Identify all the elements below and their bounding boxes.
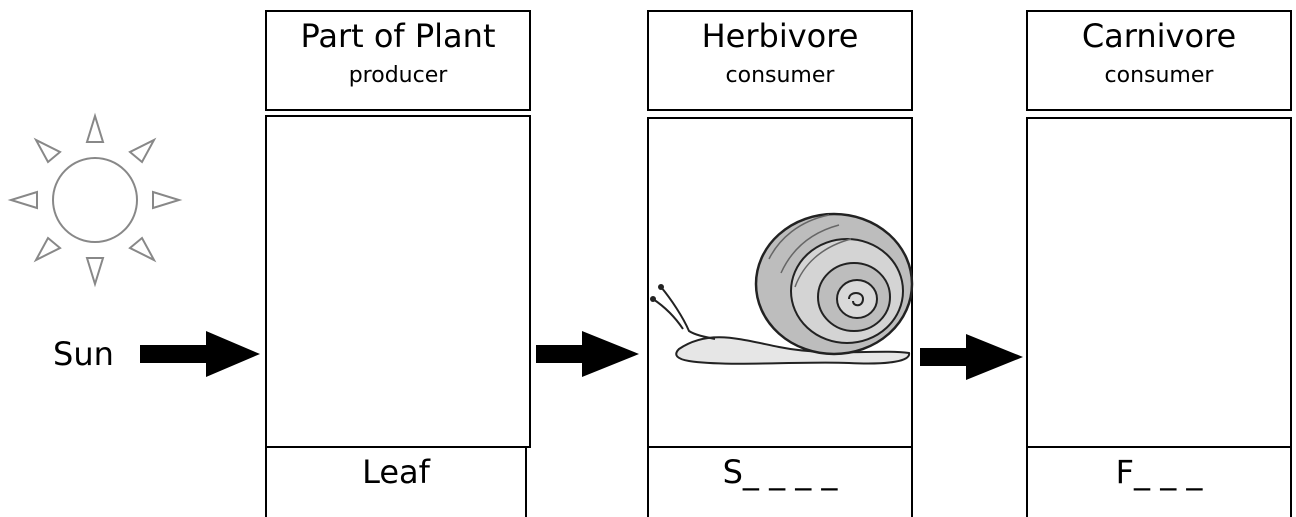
sun-label: Sun bbox=[53, 336, 114, 372]
answer-text: S_ _ _ _ bbox=[723, 453, 838, 491]
picture-box-herbivore bbox=[647, 117, 913, 450]
snail-image bbox=[649, 199, 915, 399]
arrow-icon bbox=[920, 330, 1030, 390]
picture-box-carnivore bbox=[1026, 117, 1292, 450]
answer-box-producer: Leaf bbox=[265, 446, 527, 517]
arrow-icon bbox=[536, 327, 646, 387]
column-role: producer bbox=[267, 62, 529, 90]
column-title: Part of Plant bbox=[267, 18, 529, 54]
column-role: consumer bbox=[1028, 62, 1290, 90]
column-role: consumer bbox=[649, 62, 911, 90]
picture-box-producer bbox=[265, 115, 531, 448]
column-header-carnivore: Carnivore consumer bbox=[1026, 10, 1292, 111]
column-header-herbivore: Herbivore consumer bbox=[647, 10, 913, 111]
answer-box-carnivore: F_ _ _ bbox=[1026, 446, 1292, 517]
answer-box-herbivore: S_ _ _ _ bbox=[647, 446, 913, 517]
column-header-producer: Part of Plant producer bbox=[265, 10, 531, 111]
column-title: Carnivore bbox=[1028, 18, 1290, 54]
sun-icon bbox=[0, 110, 200, 310]
answer-text: F_ _ _ bbox=[1116, 453, 1203, 491]
column-title: Herbivore bbox=[649, 18, 911, 54]
answer-text: Leaf bbox=[362, 453, 430, 491]
arrow-icon bbox=[140, 327, 260, 387]
